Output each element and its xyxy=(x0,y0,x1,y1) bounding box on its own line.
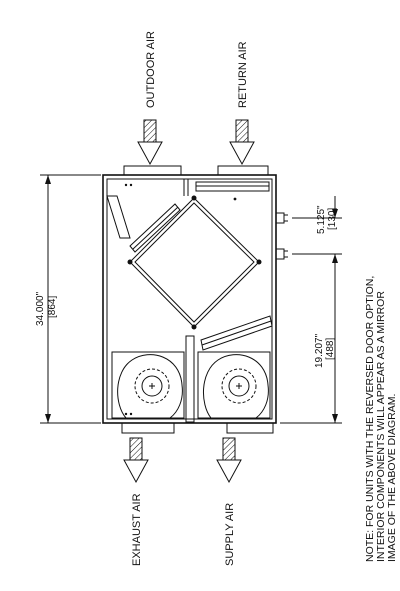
exhaust-air-arrow xyxy=(123,437,149,484)
supply-air-arrow xyxy=(216,437,242,484)
outdoor-air-label: OUTDOOR AIR xyxy=(145,31,157,108)
cabinet xyxy=(102,165,288,434)
exhaust-air-label: EXHAUST AIR xyxy=(131,493,143,566)
height-mm: [864] xyxy=(47,296,58,318)
return-air-label: RETURN AIR xyxy=(237,41,249,108)
right-dimensions xyxy=(280,196,342,424)
note-line-3: IMAGE OF THE ABOVE DIAGRAM. xyxy=(386,394,398,562)
offset-port-inches: 19.207" xyxy=(314,333,325,368)
offset-top-mm: [130] xyxy=(327,208,338,230)
offset-top-inches: 5.125" xyxy=(316,205,327,234)
supply-air-label: SUPPLY AIR xyxy=(224,503,236,566)
offset-port-mm: [488] xyxy=(325,338,336,360)
reversed-door-note: NOTE: FOR UNITS WITH THE REVERSED DOOR O… xyxy=(364,276,398,562)
return-air-arrow xyxy=(229,119,255,166)
height-dimension xyxy=(40,174,101,424)
note-line-1: NOTE: FOR UNITS WITH THE REVERSED DOOR O… xyxy=(364,276,376,562)
outdoor-air-arrow xyxy=(137,119,163,166)
note-line-2: INTERIOR COMPONENTS WILL APPEAR AS A MIR… xyxy=(375,291,387,562)
height-inches: 34.000" xyxy=(35,291,46,326)
